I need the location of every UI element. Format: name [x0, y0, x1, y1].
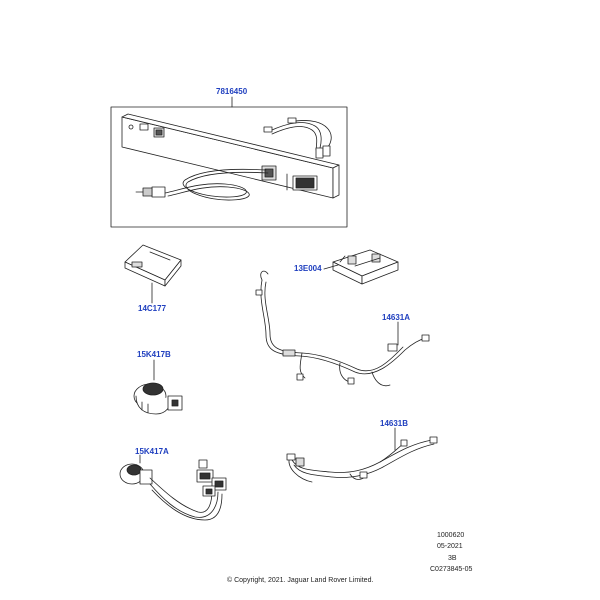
callout-harness-a[interactable]: 14631A: [382, 313, 411, 322]
jumper-leads: [263, 117, 332, 159]
callout-harness-b[interactable]: 14631B: [380, 419, 409, 428]
callout-bracket[interactable]: 13E004: [294, 264, 322, 273]
socket-15K417B: [133, 382, 183, 415]
meta-line-1: 1000620: [437, 532, 465, 539]
meta-line-4: C0273845-05: [430, 566, 473, 573]
callout-main-kit[interactable]: 7816450: [216, 87, 248, 96]
harness-14631B: [286, 436, 438, 483]
callout-socket-harness[interactable]: 15K417A: [135, 447, 169, 456]
mounting-bar: [121, 113, 340, 199]
meta-line-2: 05-2021: [437, 543, 463, 550]
leader-bracket: [323, 264, 339, 270]
callout-socket[interactable]: 15K417B: [137, 350, 171, 359]
socket-harness-15K417A: [119, 459, 227, 521]
harness-14631A: [255, 270, 430, 387]
module-14C177: [124, 244, 182, 287]
main-kit-cable: [135, 168, 269, 201]
callout-module[interactable]: 14C177: [138, 304, 167, 313]
copyright-text: © Copyright, 2021. Jaguar Land Rover Lim…: [227, 577, 374, 584]
meta-line-3: 3B: [448, 555, 457, 562]
main-kit-frame: [110, 106, 348, 228]
bracket-13E004: [332, 249, 399, 285]
